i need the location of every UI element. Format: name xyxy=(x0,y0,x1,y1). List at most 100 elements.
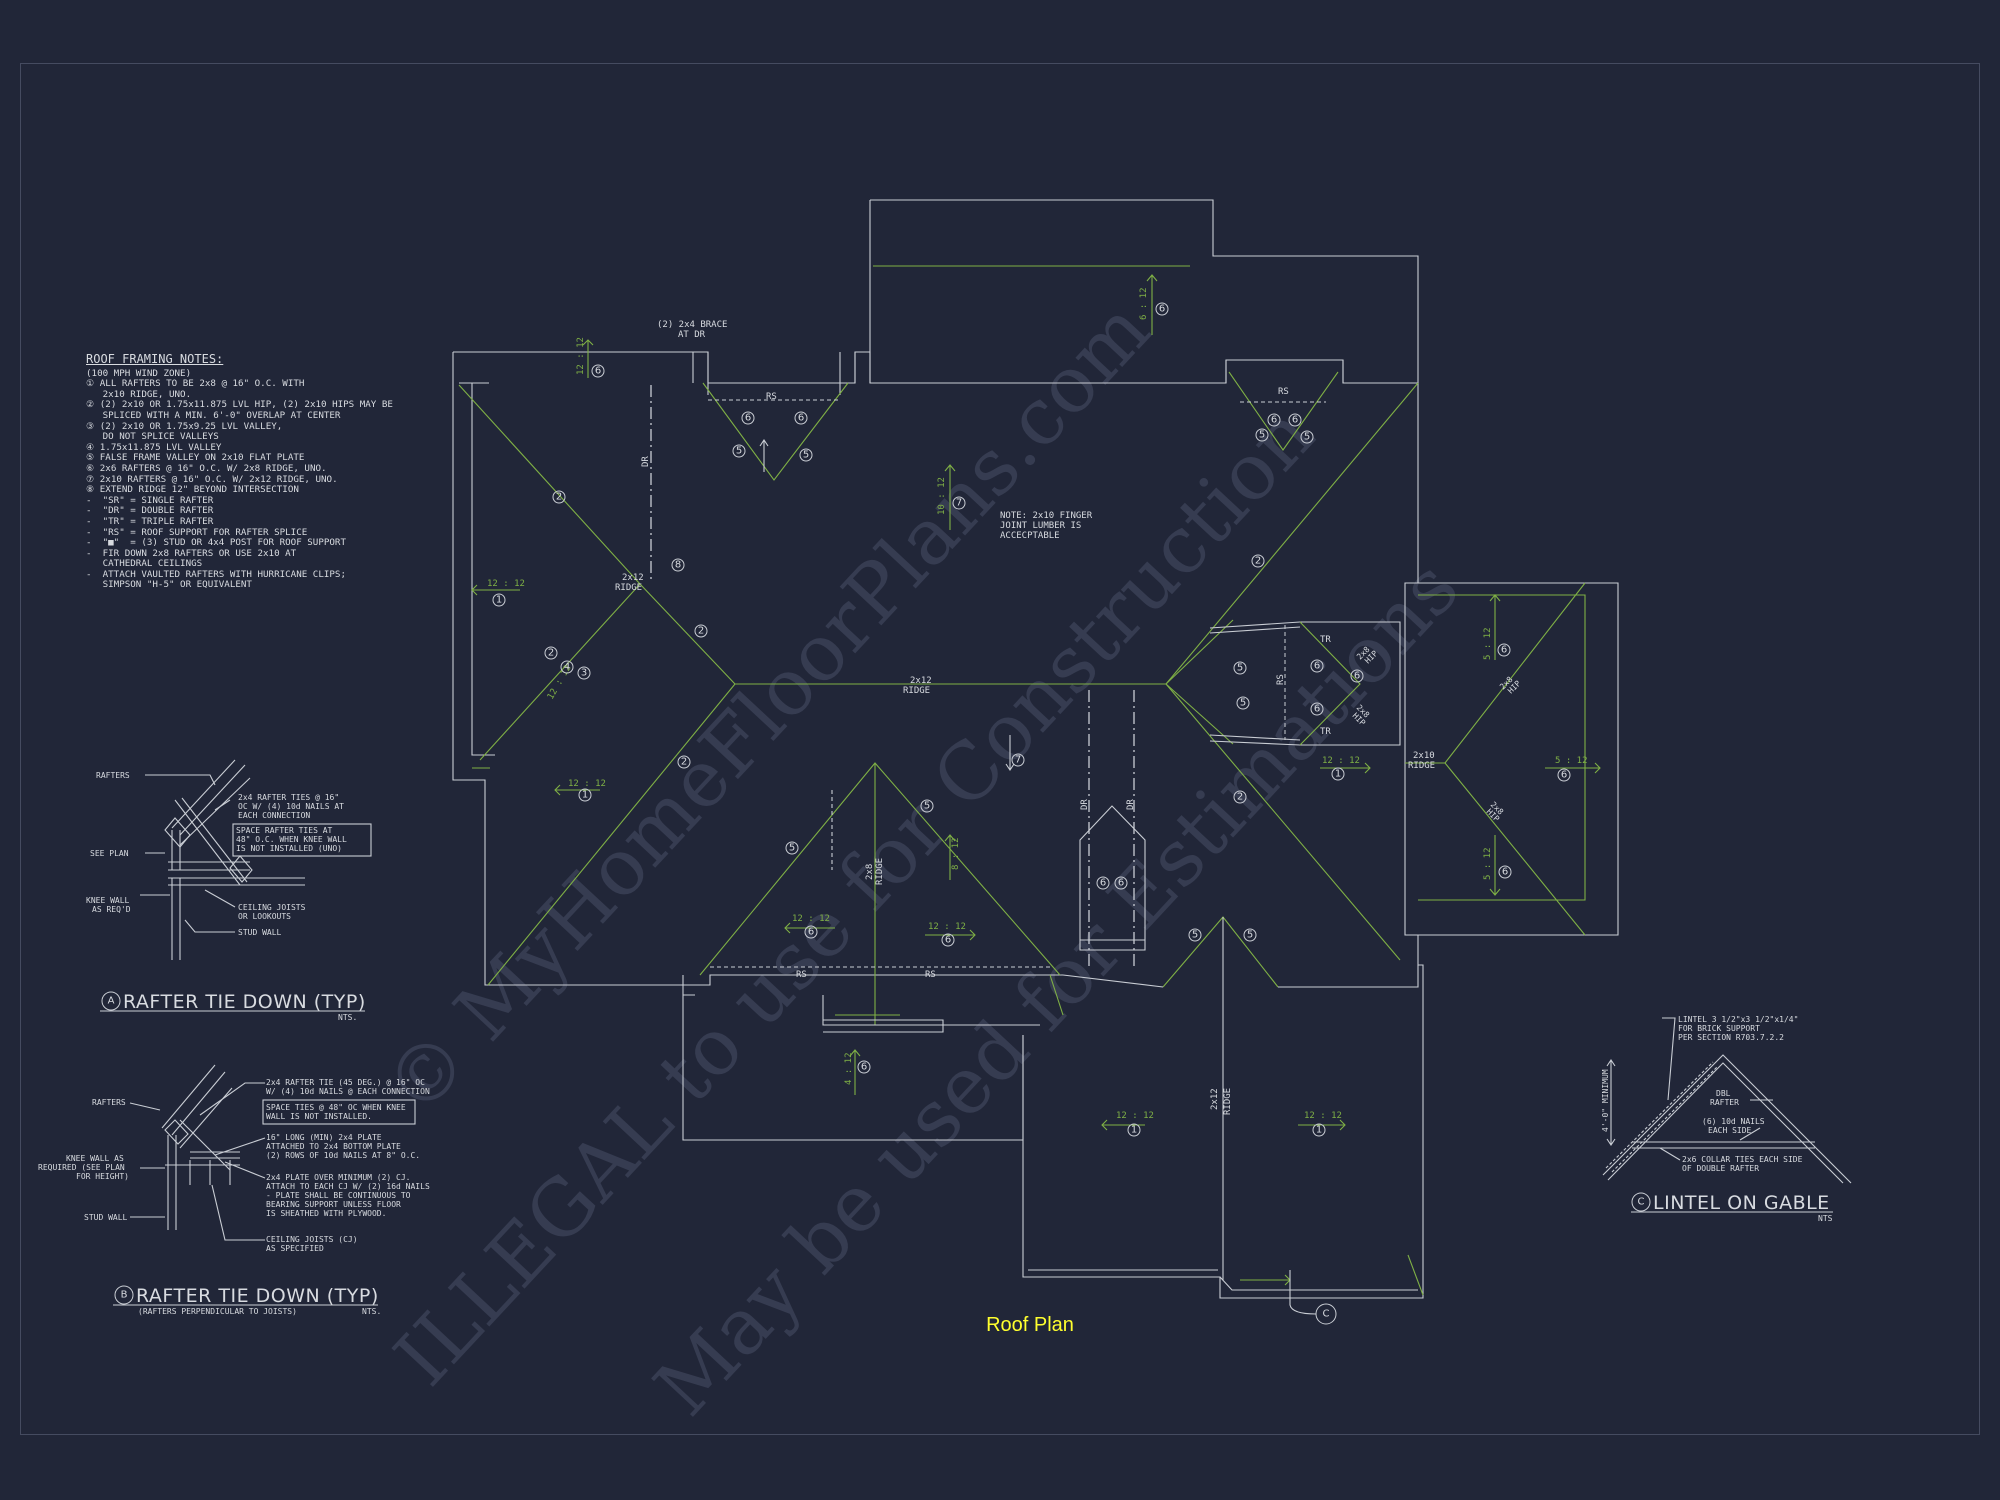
detail-b: RAFTERS KNEE WALL AS REQUIRED (SEE PLAN … xyxy=(38,1064,430,1316)
svg-text:6: 6 xyxy=(1354,671,1360,682)
note-line: ③ (2) 2x10 OR 1.75x9.25 LVL VALLEY, xyxy=(86,420,283,432)
note-line: ① ALL RAFTERS TO BE 2x8 @ 16" O.C. WITH xyxy=(86,378,305,390)
detail-a-title: RAFTER TIE DOWN (TYP) xyxy=(123,991,366,1013)
note-line: CATHEDRAL CEILINGS xyxy=(86,558,203,570)
dimension-line xyxy=(1606,1059,1616,1146)
plate-label: - PLATE SHALL BE CONTINUOUS TO xyxy=(266,1191,411,1200)
leader xyxy=(211,1184,265,1241)
right-wing-eave xyxy=(1418,594,1586,901)
callout-6: 6 xyxy=(1497,643,1511,657)
callout-5: 5 xyxy=(1255,428,1269,442)
hip-line xyxy=(487,683,736,986)
detail-a: RAFTERS SEE PLAN KNEE WALL AS REQ'D 2x4 … xyxy=(86,759,372,1022)
collar-label: OF DOUBLE RAFTER xyxy=(1682,1164,1759,1173)
space-label: SPACE RAFTER TIES AT xyxy=(236,826,333,835)
note-line: ⑤ FALSE FRAME VALLEY ON 2x10 FLAT PLATE xyxy=(86,452,305,464)
tie-label: OC W/ (4) 10d NAILS AT xyxy=(238,802,344,811)
callout-5: 5 xyxy=(920,799,934,813)
valley-line xyxy=(1165,619,1234,685)
svg-text:2: 2 xyxy=(698,626,704,637)
gable-inner xyxy=(1607,1062,1844,1184)
callout-6: 6 xyxy=(794,411,808,425)
dbl-label: DBL xyxy=(1716,1089,1731,1098)
svg-text:6: 6 xyxy=(1292,415,1298,426)
note-line-1: NOTE: 2x10 FINGER xyxy=(1000,511,1093,521)
cj-label: CEILING JOISTS (CJ) xyxy=(266,1235,358,1244)
detail-c-scale: NTS xyxy=(1818,1214,1833,1223)
svg-text:5: 5 xyxy=(1192,930,1198,941)
sheet-border xyxy=(20,63,1980,1435)
callout-2: 2 xyxy=(694,624,708,638)
note-line-2: JOINT LUMBER IS xyxy=(1000,521,1081,531)
roof-outline-top xyxy=(870,199,1419,383)
pitch-label: 12 : 12 xyxy=(928,922,966,932)
pitch-arrow xyxy=(1489,594,1501,660)
corner-line xyxy=(1407,1254,1424,1296)
svg-text:5: 5 xyxy=(1237,663,1243,674)
svg-text:1: 1 xyxy=(1335,769,1341,780)
leader xyxy=(184,919,235,933)
svg-text:6: 6 xyxy=(1314,704,1320,715)
pitch-arrow xyxy=(471,584,520,596)
dr-label: DR xyxy=(1126,799,1136,810)
knee-wall-label: FOR HEIGHT) xyxy=(76,1172,129,1181)
callout-6: 6 xyxy=(1096,876,1110,890)
svg-text:6: 6 xyxy=(1561,770,1567,781)
roof-outline-left xyxy=(452,352,1063,986)
notes-heading: ROOF FRAMING NOTES: xyxy=(86,352,224,366)
pitch-label: 12 : 12 xyxy=(1116,1111,1154,1121)
svg-text:2: 2 xyxy=(1255,556,1261,567)
note-line: (100 MPH WIND ZONE) xyxy=(86,367,192,379)
knee-wall-label: KNEE WALL xyxy=(86,896,130,905)
callout-2: 2 xyxy=(1233,790,1247,804)
space-label: 48" O.C. WHEN KNEE WALL xyxy=(236,835,347,844)
svg-text:6: 6 xyxy=(808,927,814,938)
pitch-label: 12 : 12 xyxy=(576,337,586,375)
detail-c-marker xyxy=(1631,1192,1651,1212)
collar-label: 2x6 COLLAR TIES EACH SIDE xyxy=(1682,1155,1803,1164)
svg-text:5: 5 xyxy=(736,446,742,457)
rafter-lines xyxy=(161,1064,233,1149)
pitch-arrow xyxy=(1545,762,1601,774)
porch-lines xyxy=(822,995,1040,1033)
ridge-label: RIDGE xyxy=(903,686,930,696)
note-box xyxy=(232,823,372,857)
callout-7: 7 xyxy=(1011,753,1025,767)
svg-text:3: 3 xyxy=(581,668,587,679)
ceiling-joists xyxy=(168,861,305,886)
svg-text:6: 6 xyxy=(1502,867,1508,878)
pitch-label: 4 : 12 xyxy=(844,1052,854,1085)
dr-label: DR xyxy=(1080,799,1090,810)
hip-line xyxy=(1444,762,1586,936)
detail-b-title: RAFTER TIE DOWN (TYP) xyxy=(136,1285,379,1307)
ridge-size: 2x8 xyxy=(865,864,875,880)
gable-eave xyxy=(1062,965,1419,988)
pitch-label: 5 : 12 xyxy=(1483,627,1493,660)
note-line: - "■" = (3) STUD OR 4x4 POST FOR ROOF SU… xyxy=(86,537,346,549)
pitch-label: 12 : 12 xyxy=(1322,756,1360,766)
svg-text:1: 1 xyxy=(496,595,502,606)
hip-line xyxy=(479,583,641,761)
watermark: © MyHomeFloorPlans.com ILLEGAL to use fo… xyxy=(368,285,1476,1433)
pitch-arrow xyxy=(784,922,835,934)
note-line: - "RS" = ROOF SUPPORT FOR RAFTER SPLICE xyxy=(86,526,308,538)
ridge-size: 2x12 xyxy=(622,573,644,583)
nails-label: EACH SIDE xyxy=(1708,1126,1752,1135)
callout-6: 6 xyxy=(1114,876,1128,890)
note-line: ⑧ EXTEND RIDGE 12" BEYOND INTERSECTION xyxy=(86,484,299,496)
note-line: ⑦ 2x10 RAFTERS @ 16" O.C. W/ 2x12 RIDGE,… xyxy=(86,473,338,485)
note-line: - ATTACH VAULTED RAFTERS WITH HURRICANE … xyxy=(86,568,346,580)
pitch-arrow xyxy=(925,929,976,941)
callout-leader xyxy=(1289,1270,1317,1315)
ridge-label: RIDGE xyxy=(1223,1088,1233,1115)
leader xyxy=(204,889,236,908)
rs-label: RS xyxy=(766,392,777,402)
callout-6: 6 xyxy=(591,364,605,378)
callout-7: 7 xyxy=(952,496,966,510)
callout-1: 1 xyxy=(578,788,592,802)
svg-text:5: 5 xyxy=(1247,930,1253,941)
space-label: IS NOT INSTALLED (UNO) xyxy=(236,844,342,853)
tr-label: TR xyxy=(1320,635,1331,645)
callout-5: 5 xyxy=(1236,696,1250,710)
detail-a-letter: A xyxy=(108,996,115,1007)
